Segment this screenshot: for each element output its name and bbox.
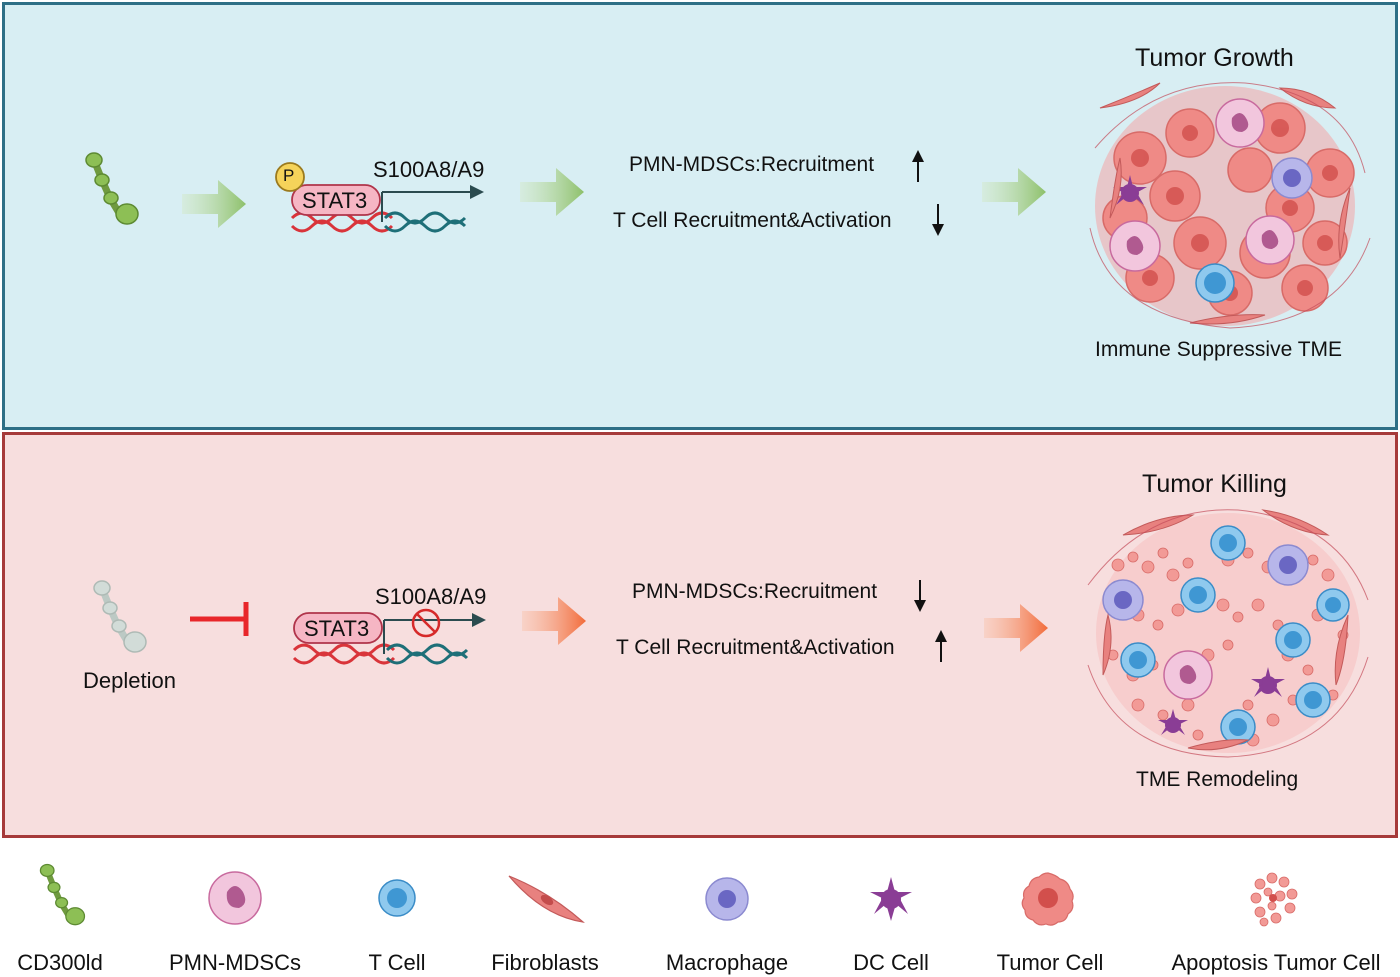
- legend-label-dc-cell: DC Cell: [853, 950, 929, 975]
- stat3-promoter-diagram: [275, 162, 484, 233]
- orange-arrow-icon: [984, 604, 1048, 652]
- effect-pmn-mdsc: PMN-MDSCs:Recruitment: [629, 153, 875, 176]
- legend-macrophage-icon: [705, 877, 749, 921]
- legend-pmn-mdsc-icon: [208, 871, 262, 925]
- stat3-promoter-blocked-diagram: [292, 608, 486, 665]
- legend-dc-cell-icon: [870, 877, 912, 921]
- legend-label-apoptosis-tumor-cell: Apoptosis Tumor Cell: [1171, 950, 1381, 975]
- legend-label-tumor-cell: Tumor Cell: [996, 950, 1104, 975]
- legend-fibroblast-icon: [508, 875, 585, 923]
- gene-label-bottom: S100A8/A9: [375, 584, 487, 609]
- stat3-label-bottom: STAT3: [304, 616, 370, 641]
- legend-label-t-cell: T Cell: [368, 950, 426, 975]
- up-arrow-icon: [935, 630, 947, 662]
- down-arrow-icon: [932, 204, 944, 236]
- outcome-caption: Immune Suppressive TME: [1095, 338, 1343, 361]
- green-arrow-icon: [520, 168, 584, 216]
- up-arrow-icon: [912, 150, 924, 182]
- orange-arrow-icon: [522, 597, 586, 645]
- phospho-label: P: [283, 166, 295, 185]
- green-arrow-icon: [982, 168, 1046, 216]
- outcome-title-bottom: Tumor Killing: [1142, 470, 1287, 498]
- gene-label: S100A8/A9: [373, 157, 485, 182]
- legend-apoptosis-tumor-cell-icon: [1250, 872, 1298, 927]
- tumor-killing-tme-icon: [1087, 509, 1369, 758]
- legend-label-cd300ld: CD300ld: [17, 950, 103, 975]
- legend-label-macrophage: Macrophage: [665, 950, 789, 975]
- inhibition-icon: [190, 602, 249, 636]
- legend-tumor-cell-icon: [1021, 872, 1074, 926]
- effect-t-cell-bottom: T Cell Recruitment&Activation: [616, 636, 895, 659]
- legend-label-fibroblasts: Fibroblasts: [491, 950, 599, 975]
- depletion-label: Depletion: [83, 668, 176, 693]
- legend-t-cell-icon: [378, 879, 416, 917]
- depleted-cd300ld-icon: [93, 580, 147, 653]
- cd300ld-icon: [85, 152, 139, 225]
- legend-cd300ld-icon: [39, 863, 86, 926]
- down-arrow-icon: [914, 580, 926, 612]
- immune-suppressive-tumor-icon: [1089, 82, 1371, 329]
- legend-label-pmn-mdsc: PMN-MDSCs: [169, 950, 301, 975]
- outcome-caption-bottom: TME Remodeling: [1136, 768, 1299, 791]
- stat3-label: STAT3: [302, 188, 368, 213]
- effect-t-cell: T Cell Recruitment&Activation: [613, 209, 892, 232]
- outcome-title: Tumor Growth: [1135, 44, 1294, 72]
- effect-pmn-mdsc-bottom: PMN-MDSCs:Recruitment: [632, 580, 878, 603]
- green-arrow-icon: [182, 180, 246, 228]
